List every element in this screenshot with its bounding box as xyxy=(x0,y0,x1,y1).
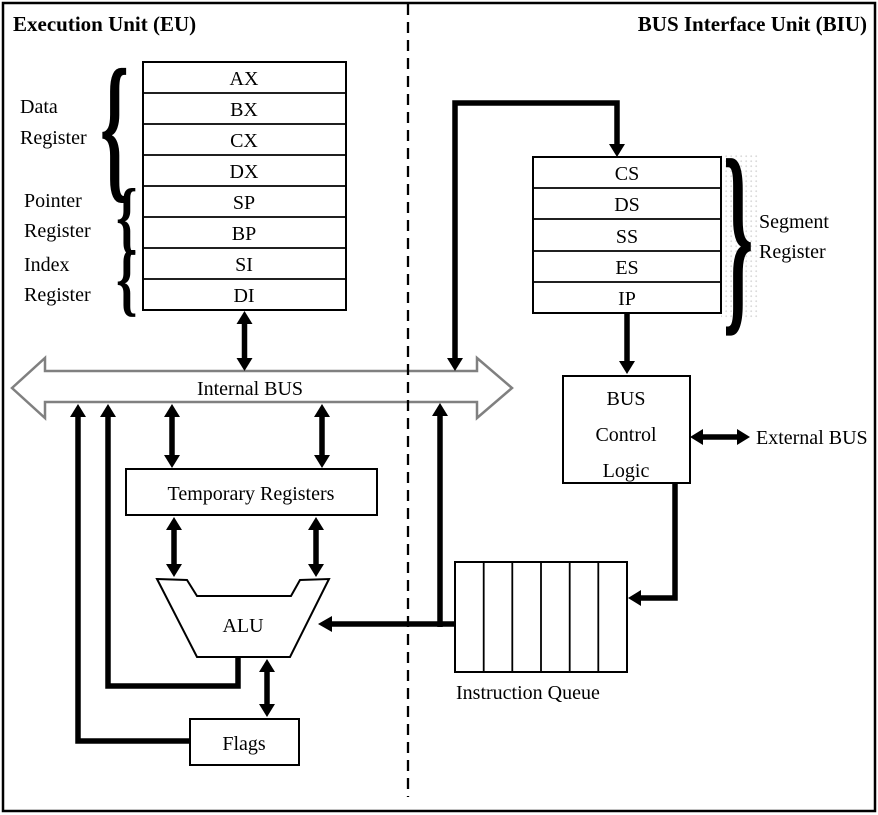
bus-control-logic-box xyxy=(562,375,691,484)
general-register-stack: AX BX CX DX SP BP SI DI xyxy=(142,61,347,311)
index-register-label-line2: Register xyxy=(24,284,91,306)
pointer-register-label-line1: Pointer xyxy=(24,190,82,212)
segment-register-stack: CS DS SS ES IP } Segment Register xyxy=(532,117,829,354)
connector-external-bus: External BUS xyxy=(690,427,868,449)
connector-registers-internal-bus xyxy=(236,311,253,371)
connector-queue-alu-and-bus xyxy=(318,403,455,632)
segment-label-es: ES xyxy=(615,257,638,279)
internal-bus-arrow: Internal BUS xyxy=(10,355,514,421)
external-bus-label: External BUS xyxy=(756,427,868,449)
internal-bus-shape xyxy=(10,355,514,421)
temporary-registers-label: Temporary Registers xyxy=(168,483,335,505)
register-label-bx: BX xyxy=(230,99,258,121)
bus-control-logic-line3: Logic xyxy=(603,460,650,482)
temporary-registers-box xyxy=(125,468,378,516)
data-register-label-line1: Data xyxy=(20,96,58,118)
connector-bus-temp-registers-left xyxy=(164,404,180,468)
segment-label-ds: DS xyxy=(614,194,640,216)
connector-bus-segment-registers xyxy=(447,100,625,371)
segment-label-ip: IP xyxy=(618,288,636,310)
data-register-brace: { xyxy=(100,37,129,217)
bus-control-logic: BUS Control Logic xyxy=(562,375,691,484)
data-register-label-line2: Register xyxy=(20,127,87,149)
segment-register-brace: } xyxy=(723,117,753,354)
instruction-queue-label: Instruction Queue xyxy=(456,682,600,704)
segment-brace-backdrop xyxy=(721,155,758,318)
connector-alu-flags xyxy=(259,659,275,717)
internal-bus-label: Internal BUS xyxy=(197,378,303,400)
register-label-cx: CX xyxy=(230,130,258,152)
eu-title: Execution Unit (EU) xyxy=(13,12,196,36)
alu: ALU xyxy=(155,577,331,658)
index-register-label-line1: Index xyxy=(24,254,70,276)
instruction-queue: Instruction Queue xyxy=(454,561,628,704)
segment-stack-box xyxy=(532,156,722,314)
connector-ip-bus-control-logic xyxy=(619,314,635,374)
alu-shape xyxy=(155,577,331,658)
segment-label-ss: SS xyxy=(616,226,638,248)
biu-title: BUS Interface Unit (BIU) xyxy=(638,12,867,36)
register-label-dx: DX xyxy=(230,161,259,183)
flags-label: Flags xyxy=(222,733,266,755)
connector-temp-registers-alu-left xyxy=(166,517,182,577)
connector-bcl-instruction-queue xyxy=(628,484,678,606)
segment-register-label-line2: Register xyxy=(759,241,826,263)
connector-bus-temp-registers-right xyxy=(314,404,330,468)
register-label-sp: SP xyxy=(233,192,255,214)
register-group-labels: Data Register { Pointer Register { Index… xyxy=(20,37,137,324)
register-label-bp: BP xyxy=(232,223,256,245)
bus-control-logic-line2: Control xyxy=(595,424,657,446)
register-label-di: DI xyxy=(233,285,254,307)
segment-register-label-line1: Segment xyxy=(759,211,829,233)
pointer-register-label-line2: Register xyxy=(24,220,91,242)
connector-temp-registers-alu-right xyxy=(308,517,324,577)
flags: Flags xyxy=(189,718,300,766)
alu-label: ALU xyxy=(222,615,264,637)
connector-alu-internal-bus xyxy=(100,404,241,689)
segment-label-cs: CS xyxy=(615,163,639,185)
temporary-registers: Temporary Registers xyxy=(125,468,378,516)
register-label-si: SI xyxy=(235,254,253,276)
connector-flags-internal-bus xyxy=(70,404,190,744)
flags-box xyxy=(189,718,300,766)
index-register-brace: { xyxy=(116,235,137,324)
register-label-ax: AX xyxy=(230,68,259,90)
pointer-register-brace: { xyxy=(116,173,137,262)
bus-control-logic-line1: BUS xyxy=(607,388,646,410)
